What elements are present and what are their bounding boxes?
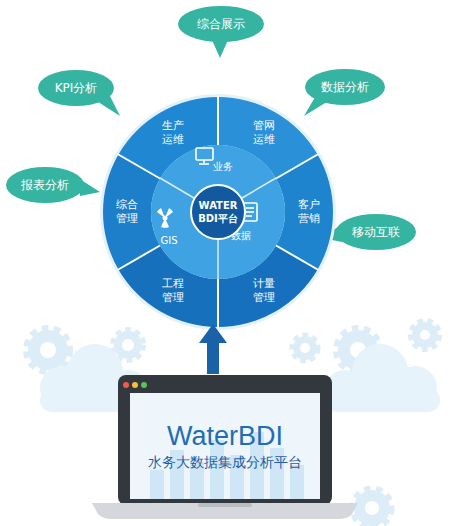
up-arrow (199, 324, 227, 374)
wheel-divider (118, 154, 160, 179)
wheel-divider (276, 154, 318, 179)
bubble-label: 数据分析 (321, 79, 369, 96)
inner-circle: 业务GIS数据WATER BDI平台 (151, 145, 285, 279)
wheel-segment: 综合管理 (107, 196, 147, 228)
wheel-divider (118, 246, 160, 271)
ring-label: 业务 (213, 160, 233, 174)
wheel-divider (217, 279, 219, 328)
segment-label: 工程管理 (161, 277, 185, 305)
hub-circle: WATER BDI平台 (190, 184, 246, 240)
wheel-divider (217, 96, 219, 145)
product-title: WaterBDI (167, 420, 283, 452)
speech-bubble: 数据分析 (305, 69, 385, 105)
segment-label: 客户营销 (297, 198, 321, 226)
speech-bubble: KPI分析 (38, 70, 114, 106)
segment-label: 计量管理 (252, 277, 276, 305)
gears (28, 322, 438, 526)
wheel (103, 96, 333, 328)
laptop (92, 375, 358, 519)
wheel-divider (276, 246, 318, 271)
wheel-segment: 计量管理 (244, 275, 284, 307)
ring-label: GIS (160, 235, 177, 246)
segment-label: 管网运维 (252, 119, 276, 147)
wheel-segment: 生产运维 (153, 117, 193, 149)
wheel-segment: 客户营销 (289, 196, 329, 228)
segment-label: 综合管理 (115, 198, 139, 226)
speech-bubble: 综合展示 (178, 6, 264, 42)
wheel-segment: 工程管理 (153, 275, 193, 307)
speech-bubble: 移动互联 (336, 214, 416, 250)
laptop-screen: WaterBDI 水务大数据集成分析平台 (130, 396, 320, 496)
wheel-halo (100, 94, 336, 330)
bubble-label: KPI分析 (55, 80, 98, 97)
speech-bubble: 报表分析 (6, 167, 84, 203)
bubble-label: 综合展示 (197, 16, 245, 33)
bubble-label: 报表分析 (21, 177, 69, 194)
hub-label: WATER BDI平台 (195, 199, 241, 225)
wheel-segment: 管网运维 (244, 117, 284, 149)
segment-label: 生产运维 (161, 119, 185, 147)
product-subtitle: 水务大数据集成分析平台 (148, 454, 302, 472)
bubble-label: 移动互联 (352, 224, 400, 241)
